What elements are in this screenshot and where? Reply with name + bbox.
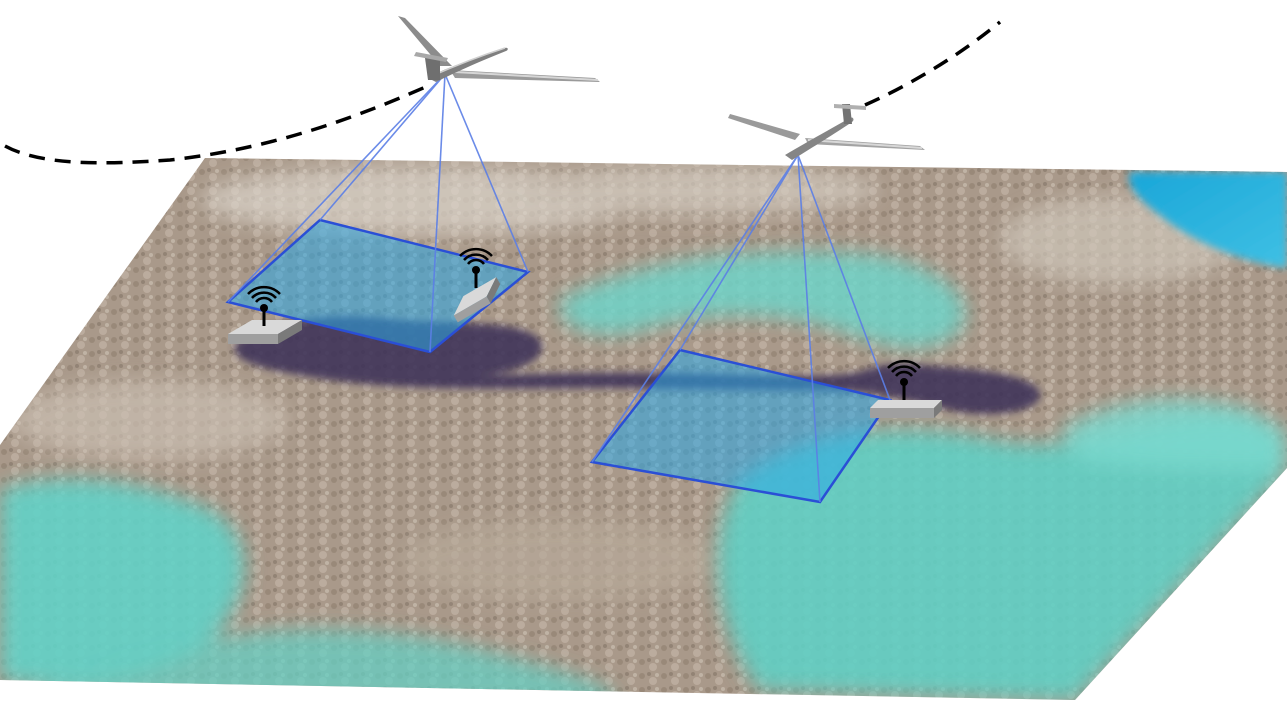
deep-water: [1129, 172, 1287, 268]
wireless-sensor-icon: [870, 359, 942, 418]
footprint-left: [225, 73, 531, 354]
sensor-antenna: [459, 247, 493, 288]
flight-path-left: [4, 83, 431, 165]
footprint-right: [589, 154, 893, 504]
shallow-water: [0, 252, 1287, 700]
flight-path-right: [864, 20, 1002, 107]
ground-plane: [0, 158, 1287, 700]
fixed-wing-uav-icon: [398, 16, 600, 82]
wireless-sensor-icon: [453, 277, 501, 323]
fixed-wing-uav-icon: [728, 104, 925, 160]
wireless-sensor-icon: [228, 285, 302, 344]
